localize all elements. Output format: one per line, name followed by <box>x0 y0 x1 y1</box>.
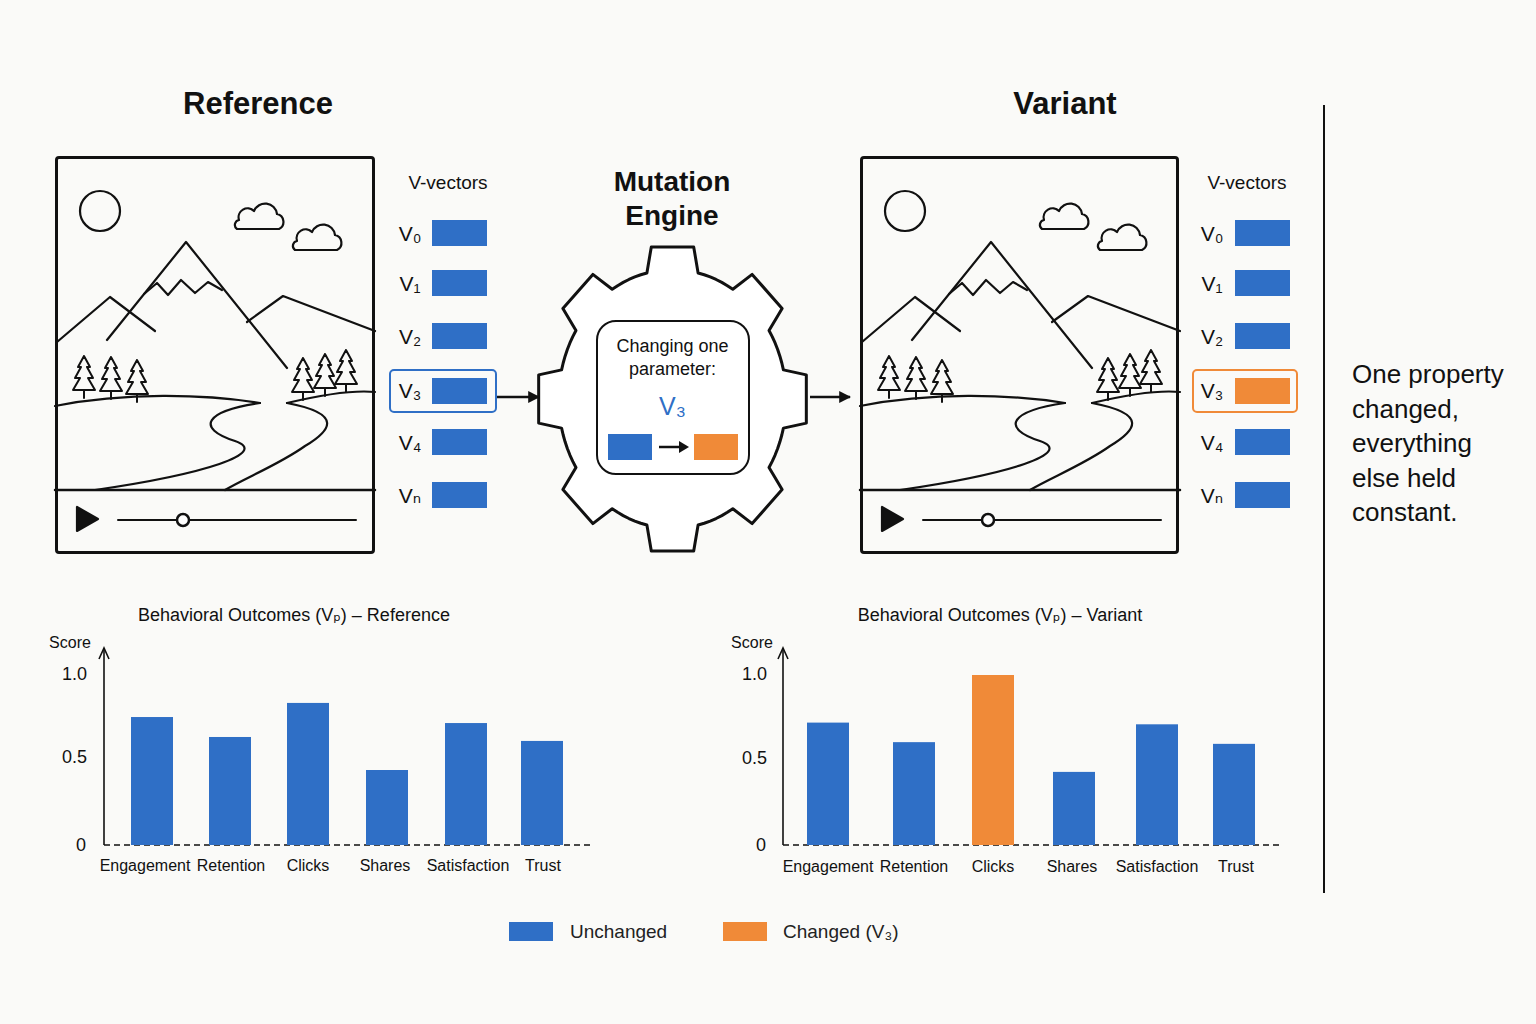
category-label: Engagement <box>100 857 191 875</box>
tick-label: 0.5 <box>742 748 767 769</box>
gear-outline <box>539 247 807 551</box>
category-label: Retention <box>197 857 266 875</box>
vector-swatch <box>1235 270 1290 296</box>
vector-name: V₄ <box>399 431 422 455</box>
vector-name: V₄ <box>1201 431 1224 455</box>
vector-swatch <box>694 434 738 460</box>
vector-swatch <box>1235 323 1290 349</box>
vector-name: V₂ <box>399 325 421 349</box>
category-label: Shares <box>360 857 411 875</box>
vector-swatch <box>1235 482 1290 508</box>
category-label: Clicks <box>972 858 1015 876</box>
legend-label: Unchanged <box>570 921 667 943</box>
chart-title: Behavioral Outcomes (Vₚ) – Reference <box>138 605 450 626</box>
vector-name: V₀ <box>1201 222 1224 246</box>
vector-name: V₁ <box>399 272 420 296</box>
vector-swatch <box>432 323 487 349</box>
outcome-bar <box>807 723 849 845</box>
landscape-illustration <box>860 191 1180 531</box>
mutation-box: Changing one parameter: V₃ <box>596 320 750 475</box>
y-axis <box>782 650 784 845</box>
outcome-bar <box>972 675 1014 845</box>
selected-vector-box: V₃ <box>1192 369 1298 413</box>
category-label: Engagement <box>783 858 874 876</box>
tick-label: 0 <box>756 835 766 856</box>
tick-label: 0 <box>76 835 86 856</box>
vector-name: V₃ <box>399 379 422 403</box>
category-label: Shares <box>1047 858 1098 876</box>
axis-arrowhead <box>778 648 788 659</box>
preview-frame: Reference <box>55 156 375 554</box>
flow-arrow <box>497 396 539 399</box>
vector-name: V₁ <box>1201 272 1222 296</box>
tick-label: 0.5 <box>62 747 87 768</box>
outcome-bar <box>1053 772 1095 845</box>
chart-axes <box>99 648 1283 845</box>
outcome-bar <box>287 703 329 845</box>
outcome-bar <box>445 723 487 845</box>
vector-name: V₀ <box>399 222 422 246</box>
panel-title: Variant <box>1013 86 1116 122</box>
column-heading: V-vectors <box>1207 172 1286 194</box>
outcome-bar <box>131 717 173 845</box>
vector-name: Vₙ <box>399 484 421 508</box>
category-label: Satisfaction <box>1116 858 1199 876</box>
tick-label: 1.0 <box>62 664 87 685</box>
axis-title: Score <box>731 634 773 652</box>
vector-swatch <box>432 378 487 404</box>
tick-label: 1.0 <box>742 664 767 685</box>
legend-swatch <box>509 922 553 941</box>
vector-swatch <box>432 482 487 508</box>
chart-title: Behavioral Outcomes (Vₚ) – Variant <box>858 605 1143 626</box>
outcome-bar <box>209 737 251 845</box>
change-arrowhead <box>679 441 689 453</box>
vector-name: V₃ <box>1201 379 1224 403</box>
vector-swatch <box>1235 429 1290 455</box>
legend-label: Changed (V₃) <box>783 921 898 943</box>
category-label: Satisfaction <box>427 857 510 875</box>
preview-frame: Variant <box>860 156 1179 554</box>
vector-name: Vₙ <box>1201 484 1223 508</box>
changed-vector: V₃ <box>659 391 686 420</box>
category-label: Trust <box>1218 858 1254 876</box>
landscape-illustration <box>55 191 375 531</box>
divider-line <box>1323 105 1325 893</box>
panel-title: Reference <box>183 86 333 122</box>
outcome-bar <box>1213 744 1255 845</box>
vector-swatch <box>608 434 652 460</box>
axis-arrowhead <box>99 648 109 659</box>
flow-arrow <box>810 396 850 399</box>
change-arrow <box>659 445 681 448</box>
axis-title: Score <box>49 634 91 652</box>
category-label: Retention <box>880 858 949 876</box>
vector-swatch <box>432 220 487 246</box>
outcome-bar <box>521 741 563 845</box>
vector-swatch <box>1235 220 1290 246</box>
y-axis <box>103 650 105 845</box>
outcome-bar <box>1136 724 1178 845</box>
outcome-bar <box>366 770 408 845</box>
baseline <box>104 844 590 846</box>
vector-swatch <box>432 429 487 455</box>
engine-title: Mutation Engine <box>587 165 757 233</box>
outcome-bar <box>893 742 935 845</box>
mutation-gear: Mutation EngineChanging one parameter:V₃ <box>535 243 810 555</box>
category-label: Trust <box>525 857 561 875</box>
legend-swatch <box>723 922 767 941</box>
selected-vector-box: V₃ <box>389 369 497 413</box>
mutation-note: Changing one parameter: <box>603 335 743 381</box>
side-note: One property changed, everything else he… <box>1352 357 1517 530</box>
vector-name: V₂ <box>1201 325 1223 349</box>
baseline <box>783 844 1283 846</box>
bar-group <box>131 675 1255 845</box>
vector-swatch <box>1235 378 1290 404</box>
category-label: Clicks <box>287 857 330 875</box>
vector-swatch <box>432 270 487 296</box>
column-heading: V-vectors <box>408 172 487 194</box>
